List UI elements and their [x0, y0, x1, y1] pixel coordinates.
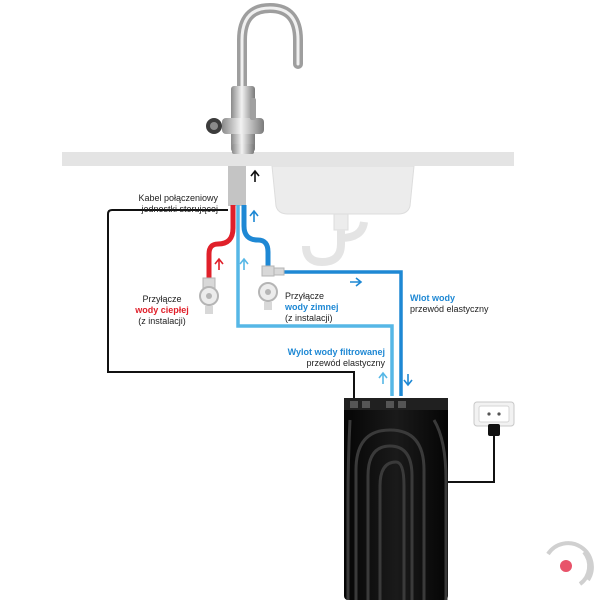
power-socket-icon	[473, 401, 515, 436]
arrow-up-icon	[249, 209, 259, 222]
filtered-water-hose	[236, 205, 394, 396]
cold-water-label-line2: wody zimnej	[285, 302, 339, 312]
sink	[271, 165, 415, 267]
hot-water-label-line2: wody ciepłej	[135, 305, 189, 315]
outlet-label-line2: przewód elastyczny	[306, 358, 385, 368]
filter-unit	[344, 398, 448, 600]
inlet-hose	[283, 270, 403, 396]
arrow-down-icon	[403, 374, 413, 387]
cold-water-hose	[241, 205, 271, 272]
outlet-label-line1: Wylot wody filtrowanej	[287, 347, 385, 357]
arrow-right-icon	[350, 277, 363, 287]
cold-water-label-line1: Przyłącze	[285, 291, 325, 301]
hot-water-hose	[206, 205, 236, 282]
inlet-label-line1: Wlot wody	[410, 293, 455, 303]
cable-label-line1: Kabel połączeniowy	[138, 193, 218, 203]
outlet-label: Wylot wody filtrowanej przewód elastyczn…	[270, 347, 385, 369]
cold-water-label-line3: (z instalacji)	[285, 313, 333, 323]
arrow-up-icon	[214, 257, 224, 270]
faucet-shank	[228, 166, 246, 206]
cold-water-valve	[258, 265, 285, 310]
control-cable	[107, 209, 355, 402]
inlet-label: Wlot wody przewód elastyczny	[410, 293, 510, 315]
arrow-up-icon	[250, 169, 260, 182]
faucet-icon	[206, 2, 303, 154]
hot-water-label: Przyłącze wody ciepłej (z instalacji)	[126, 294, 198, 327]
inlet-label-line2: przewód elastyczny	[410, 304, 489, 314]
cable-label: Kabel połączeniowy jednostki sterującej	[90, 193, 218, 215]
brand-logo-icon	[546, 541, 594, 586]
cable-label-line2: jednostki sterującej	[141, 204, 218, 214]
power-cable	[448, 436, 495, 483]
hot-water-label-line3: (z instalacji)	[138, 316, 186, 326]
cold-water-label: Przyłącze wody zimnej (z instalacji)	[285, 291, 365, 324]
arrow-up-icon	[378, 371, 388, 384]
hot-water-label-line1: Przyłącze	[142, 294, 182, 304]
arrow-up-icon	[239, 257, 249, 270]
hot-water-valve	[199, 277, 219, 314]
countertop	[62, 152, 514, 166]
